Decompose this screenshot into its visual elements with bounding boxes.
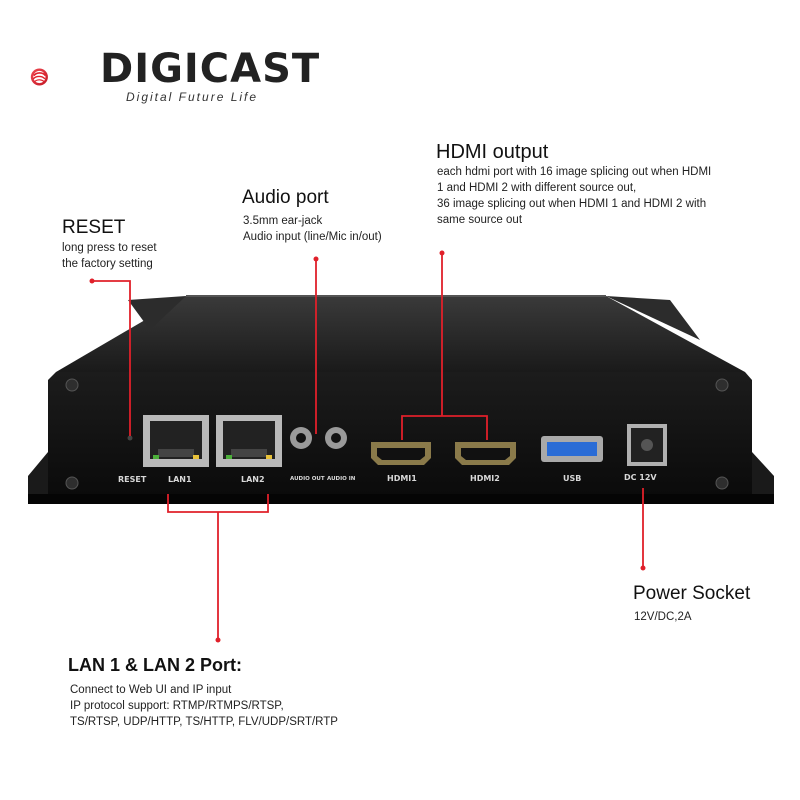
mounting-flange-left [28, 452, 48, 500]
hdmi-desc-line: 1 and HDMI 2 with different source out, [437, 182, 637, 194]
label-audio-out: AUDIO OUT [290, 476, 325, 482]
reset-hole [127, 435, 133, 441]
reset-desc-line: the factory setting [62, 258, 153, 270]
power-socket-description: 12V/DC,2A [634, 609, 692, 625]
hdmi-desc-line: same source out [437, 214, 523, 226]
audio-in-jack [325, 427, 347, 449]
audio-port-description: 3.5mm ear-jack Audio input (line/Mic in/… [243, 213, 382, 245]
lan-desc-line: TS/RTSP, UDP/HTTP, TS/HTTP, FLV/UDP/SRT/… [70, 716, 338, 728]
hdmi-desc-line: 36 image splicing out when HDMI 1 and HD… [437, 198, 707, 210]
label-dc: DC 12V [624, 473, 657, 482]
lan-port-description: Connect to Web UI and IP input IP protoc… [70, 682, 338, 730]
lan1-port [143, 415, 209, 467]
callout-lines [92, 253, 644, 640]
reset-title: RESET [62, 217, 126, 238]
audio-desc-line: Audio input (line/Mic in/out) [243, 231, 382, 243]
digicast-logo-icon [30, 68, 48, 86]
brand-tagline: Digital Future Life [126, 90, 259, 104]
lan2-port [216, 415, 282, 467]
hdmi-output-description: each hdmi port with 16 image splicing ou… [437, 164, 711, 228]
lan-port-title: LAN 1 & LAN 2 Port: [68, 655, 243, 675]
audio-out-jack [290, 427, 312, 449]
usb-port [541, 436, 603, 462]
audio-port-title: Audio port [242, 187, 329, 208]
power-socket-title: Power Socket [633, 583, 751, 604]
mounting-flange-right [752, 452, 774, 500]
audio-desc-line: 3.5mm ear-jack [243, 215, 323, 227]
label-lan2: LAN2 [241, 475, 265, 484]
power-desc-line: 12V/DC,2A [634, 611, 692, 623]
label-lan1: LAN1 [168, 475, 192, 484]
dc-power-jack [627, 424, 667, 466]
lan-desc-line: Connect to Web UI and IP input [70, 684, 232, 696]
hdmi-desc-line: each hdmi port with 16 image splicing ou… [437, 166, 712, 178]
label-reset: RESET [118, 475, 147, 484]
callout-dots [89, 250, 646, 643]
hdmi1-port [371, 442, 431, 465]
hdmi2-port [455, 442, 516, 465]
label-hdmi1: HDMI1 [387, 474, 417, 483]
reset-description: long press to reset the factory setting [62, 240, 157, 272]
device-ridge-left [128, 296, 186, 330]
hdmi-callout-line [401, 415, 488, 440]
device-top-cover [56, 296, 745, 372]
device-ridge-right [606, 296, 700, 340]
lan-desc-line: IP protocol support: RTMP/RTMPS/RTSP, [70, 700, 284, 712]
brand-name: DIGICAST [100, 46, 321, 92]
label-audio-in: AUDIO IN [327, 476, 356, 482]
reset-desc-line: long press to reset [62, 242, 157, 254]
screws [65, 378, 729, 490]
reset-callout-line [92, 280, 131, 436]
label-hdmi2: HDMI2 [470, 474, 500, 483]
hdmi-output-title: HDMI output [436, 141, 549, 163]
label-usb: USB [563, 474, 581, 483]
